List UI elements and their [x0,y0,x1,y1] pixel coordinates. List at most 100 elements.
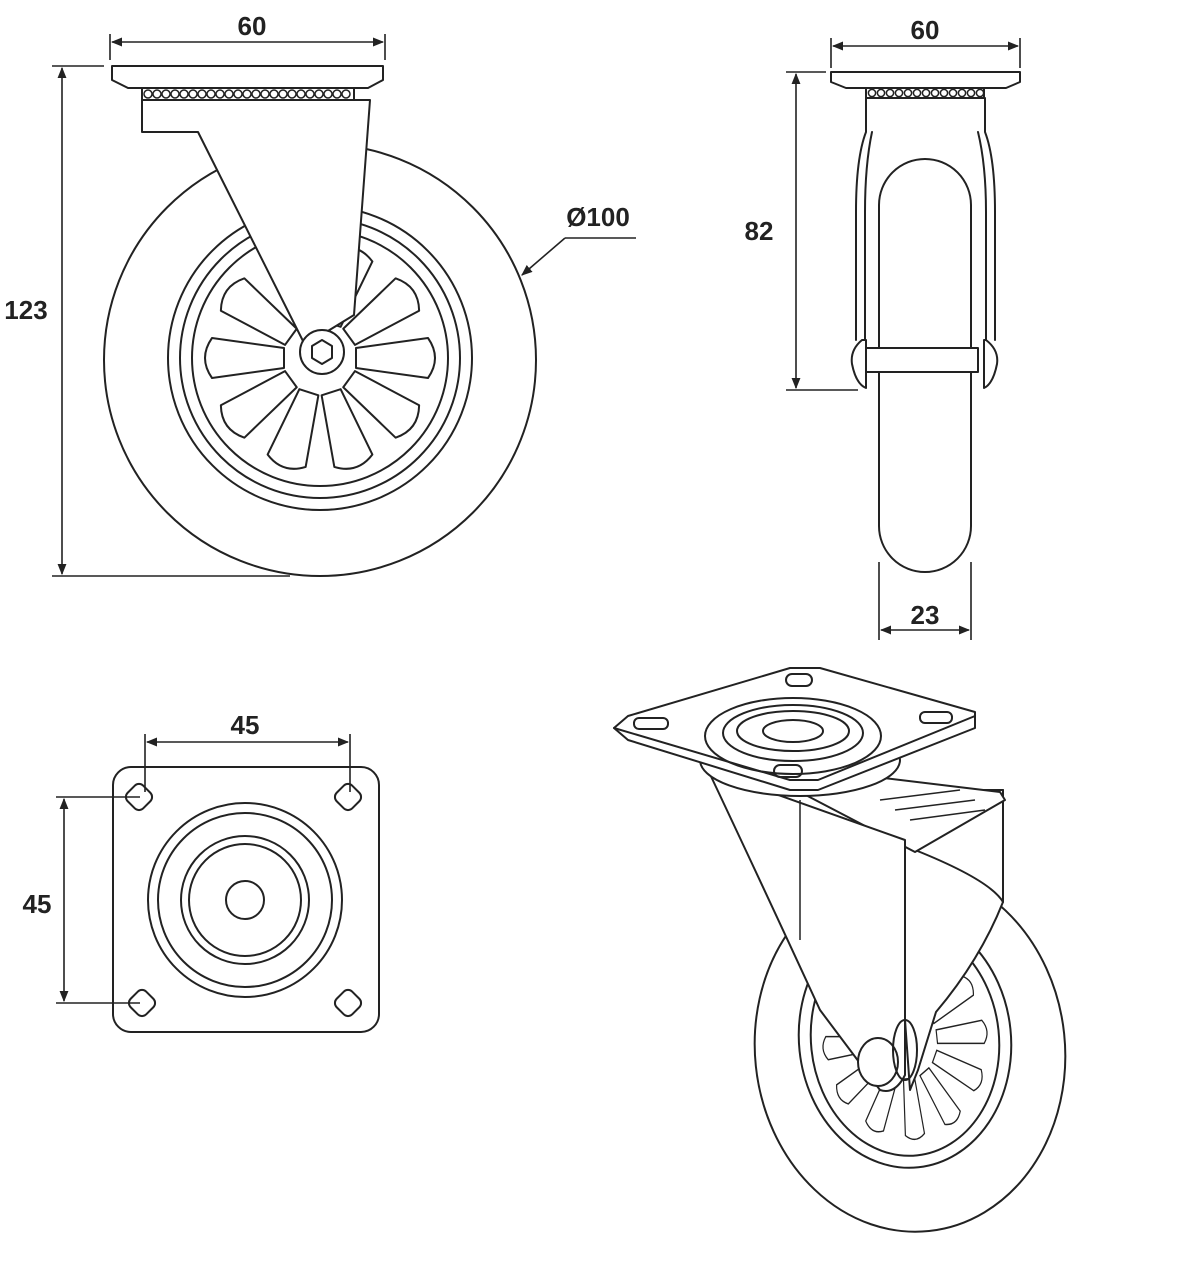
iso-spoke-window [822,1035,875,1061]
front-bearing-balls [867,88,985,98]
bearing-ball [188,89,198,99]
dimension-label-plate-hole-spacing-y: 45 [23,889,52,919]
front-view: 60 82 23 [745,15,1021,640]
iso-spoke-window [836,1055,884,1105]
dimension-label-wheel-diameter: Ø100 [566,202,630,232]
front-fork-right-inner [977,131,987,369]
plate-hole-bottom-left [127,988,157,1018]
plate-view: 45 45 [14,710,380,1033]
isometric-view [613,667,1067,1233]
side-spoke-window [342,370,421,439]
bearing-ball [215,89,225,99]
side-spoke-window [219,277,298,346]
bearing-ball [921,88,931,98]
iso-top-plate-edge [613,715,976,781]
dimension-label-plate-hole-spacing-x: 45 [231,710,260,740]
bearing-ball [152,89,162,99]
iso-fork-ribs [879,789,986,821]
iso-spoke-window [919,1066,961,1126]
plate-outline [112,766,380,1033]
front-fork-left-leg [855,97,867,341]
plate-hole-bottom-right [333,988,363,1018]
bearing-ball [197,89,207,99]
plate-ring-2 [157,812,333,988]
bearing-ball [161,89,171,99]
iso-plate-hole-back [785,673,813,687]
side-bearing-balls [143,89,351,99]
bearing-ball [975,88,985,98]
iso-spoke-window [935,1019,988,1045]
iso-plate-hole-right [919,711,953,724]
dimension-side-height: 123 [0,65,290,577]
side-top-plate [111,65,384,89]
dimension-plate-hole-spacing-x: 45 [144,710,351,792]
dimension-label-side-top-width: 60 [238,11,267,41]
bearing-ball [233,89,243,99]
iso-plate-ring-1 [704,697,882,775]
iso-plate-ring-3 [736,710,850,752]
front-fork-left-inner [864,131,873,369]
side-axle [299,329,345,375]
plate-center-hole [225,880,265,920]
iso-fork-right-side [914,789,1004,903]
bearing-ball [885,88,895,98]
plate-hole-top-left [124,782,154,812]
bearing-ball [179,89,189,99]
side-view: 60 123 Ø100 [0,11,636,577]
bearing-ball [278,89,288,99]
front-fork-right-leg [984,97,996,341]
side-axle-hex [311,339,333,365]
bearing-ball [170,89,180,99]
front-axle [865,347,979,373]
bearing-ball [903,88,913,98]
bearing-ball [341,89,351,99]
dimension-front-top-width: 60 [830,15,1021,68]
plate-ring-outer [147,802,343,998]
bearing-ball [269,89,279,99]
plate-ring-4 [188,843,302,957]
bearing-ball [305,89,315,99]
iso-plate-hole-left [633,717,669,730]
bearing-ball [876,88,886,98]
bearing-ball [314,89,324,99]
bearing-ball [242,89,252,99]
iso-spoke-window [902,1077,926,1141]
iso-spoke-window [931,1049,983,1092]
bearing-ball [143,89,153,99]
bearing-ball [930,88,940,98]
bearing-ball [867,88,877,98]
dimension-front-height: 82 [745,71,858,391]
iso-plate-ring-2 [722,704,864,762]
bearing-ball [912,88,922,98]
iso-spoke-window [865,1071,899,1133]
bearing-ball [287,89,297,99]
iso-plate-hole-front [773,764,803,778]
dimension-label-side-height: 123 [4,295,47,325]
side-spoke-window [355,337,436,379]
front-bolt-right [983,339,999,389]
side-spoke-window [266,388,320,470]
bearing-ball [332,89,342,99]
dimension-wheel-width: 23 [878,562,972,640]
dimension-label-front-height: 82 [745,216,774,246]
front-top-plate [830,71,1021,89]
bearing-ball [224,89,234,99]
plate-ring-3 [180,835,310,965]
bearing-ball [206,89,216,99]
side-spoke-window [320,388,374,470]
bearing-ball [948,88,958,98]
iso-axle [857,1037,899,1087]
plate-hole-top-right [333,782,363,812]
dimension-side-top-width: 60 [109,11,386,60]
bearing-ball [251,89,261,99]
dimension-label-wheel-width: 23 [911,600,940,630]
side-spoke-window [342,277,421,346]
iso-plate-center [762,719,824,743]
dimension-plate-hole-spacing-y: 45 [14,796,140,1004]
iso-fork-left [707,769,906,1092]
bearing-ball [296,89,306,99]
dimension-wheel-diameter: Ø100 [521,202,636,276]
dimension-label-front-top-width: 60 [911,15,940,45]
bearing-ball [957,88,967,98]
